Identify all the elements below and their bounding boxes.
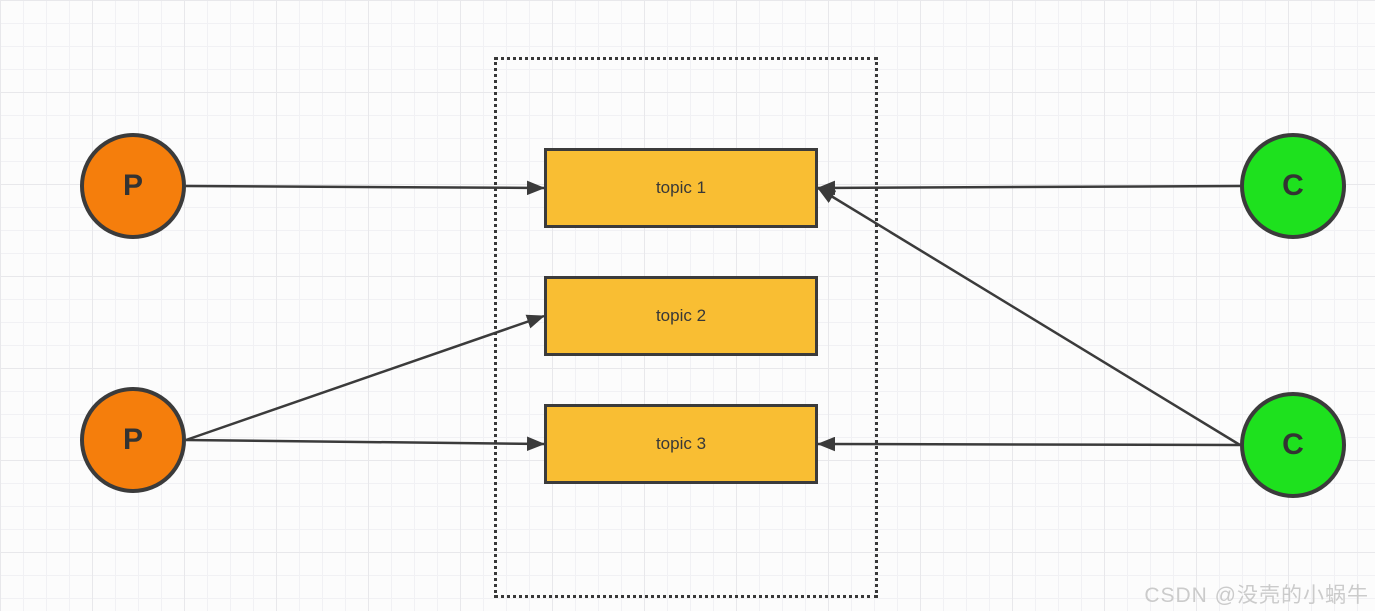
topic-label: topic 2 (655, 306, 707, 325)
consumer-node-2[interactable]: C (1240, 392, 1346, 498)
topic-node-2[interactable]: topic 2 (544, 276, 818, 356)
edge-producer-1-to-topic-1 (185, 180, 545, 196)
consumer-label: C (1282, 428, 1304, 461)
topic-label: topic 3 (655, 434, 707, 453)
consumer-node-1[interactable]: C (1240, 133, 1346, 239)
edge-producer-2-to-topic-3 (185, 436, 545, 452)
consumer-label: C (1282, 169, 1304, 202)
edge-producer-2-to-topic-2 (185, 314, 545, 442)
producer-label: P (122, 423, 143, 456)
topics-container-border (494, 57, 878, 598)
edge-consumer-2-to-topic-1 (817, 186, 1241, 447)
producer-node-1[interactable]: P (80, 133, 186, 239)
producer-node-2[interactable]: P (80, 387, 186, 493)
edge-consumer-1-to-topic-1 (817, 180, 1241, 196)
topic-label: topic 1 (655, 178, 707, 197)
topic-node-1[interactable]: topic 1 (544, 148, 818, 228)
topic-node-3[interactable]: topic 3 (544, 404, 818, 484)
producer-label: P (122, 169, 143, 202)
edge-consumer-2-to-topic-3 (817, 436, 1241, 452)
csdn-watermark: CSDN @没壳的小蜗牛 (1144, 584, 1369, 607)
